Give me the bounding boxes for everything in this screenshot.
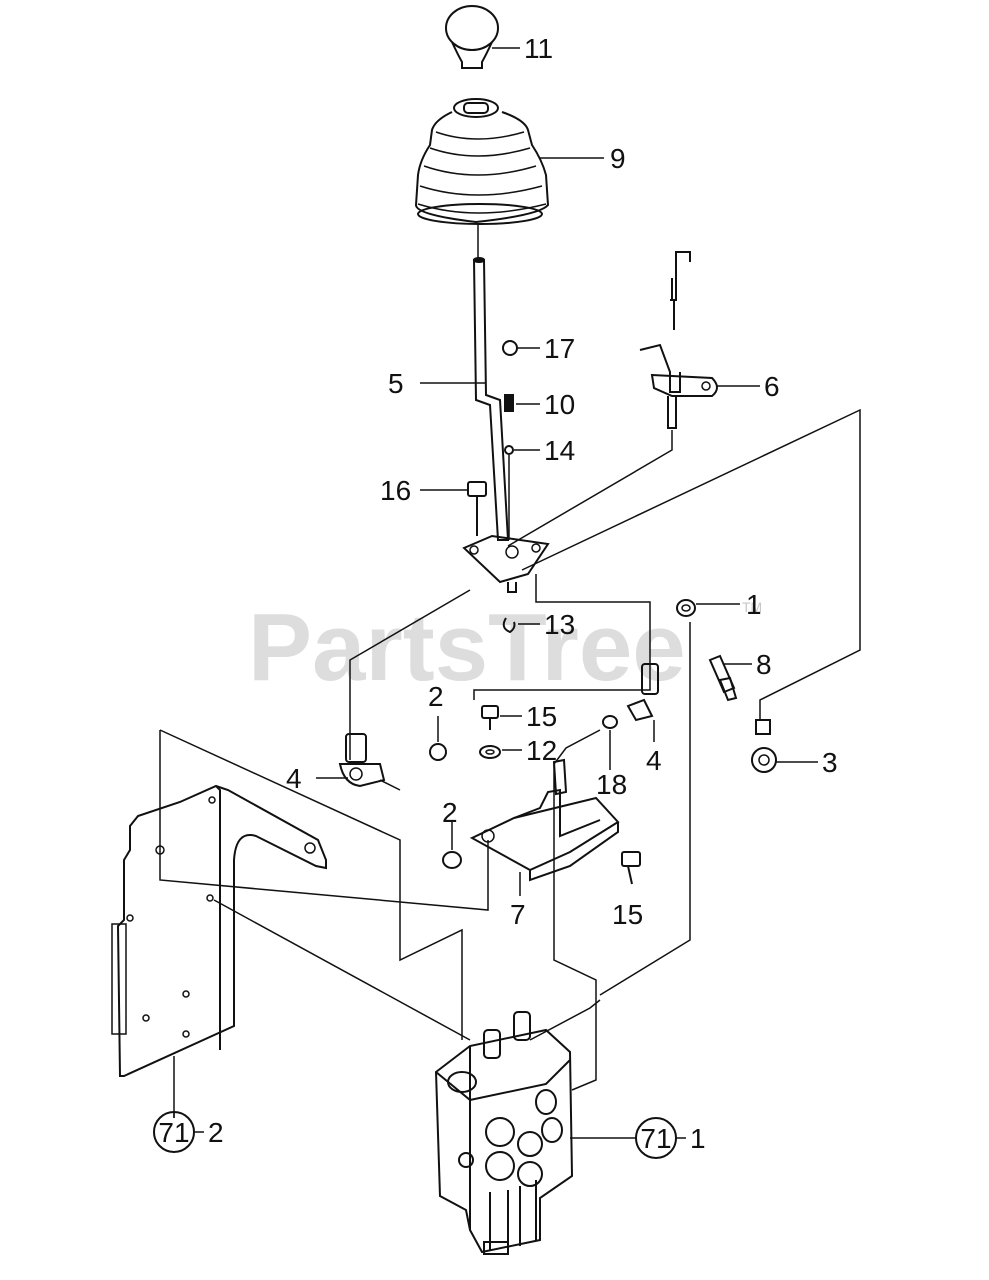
callout-71-2-number: 71 <box>158 1117 189 1148</box>
callout-15-lower: 15 <box>612 899 643 930</box>
callout-1: 1 <box>746 589 762 620</box>
callout-3: 3 <box>822 747 838 778</box>
part-18-washer <box>602 715 618 729</box>
part-12-washer <box>479 745 501 759</box>
watermark: PartsTree <box>248 594 686 701</box>
part-16-bolt <box>467 481 487 536</box>
callout-9: 9 <box>610 143 626 174</box>
callout-15-upper: 15 <box>526 701 557 732</box>
callout-13: 13 <box>544 609 575 640</box>
part-5-lever-rod <box>472 257 510 541</box>
callout-16: 16 <box>380 475 411 506</box>
part-71-1-control-valve <box>434 1011 574 1255</box>
callout-4-left: 4 <box>286 763 302 794</box>
part-13-clip <box>502 617 516 634</box>
part-15-bolt-top <box>481 705 499 730</box>
callout-2-lower: 2 <box>442 797 458 828</box>
part-6-linkage <box>639 251 718 429</box>
callout-11: 11 <box>524 33 553 64</box>
assembly-lines <box>159 408 861 1091</box>
callout-71-1-suffix: 1 <box>690 1123 706 1154</box>
callout-2-upper: 2 <box>428 681 444 712</box>
part-11-knob <box>445 5 499 69</box>
part-2-nut-lower <box>442 851 462 869</box>
callout-7: 7 <box>510 899 526 930</box>
callout-71-1-number: 71 <box>640 1123 671 1154</box>
part-17-nut <box>502 340 518 356</box>
callout-10: 10 <box>544 389 575 420</box>
callout-12: 12 <box>526 735 557 766</box>
callout-8: 8 <box>756 649 772 680</box>
callout-14: 14 <box>544 435 575 466</box>
part-2-nut-upper <box>429 743 447 761</box>
part-15-bolt-lower <box>621 851 641 885</box>
callout-6: 6 <box>764 371 780 402</box>
part-4-elbow-left <box>338 733 386 788</box>
part-7-valve-bracket <box>469 758 620 882</box>
callout-71-2-suffix: 2 <box>208 1117 224 1148</box>
callout-18: 18 <box>596 769 627 800</box>
pivot-bracket <box>462 534 550 593</box>
part-9-boot <box>414 98 550 225</box>
part-3-ball-joint <box>751 719 777 773</box>
callout-4-right: 4 <box>646 745 662 776</box>
callout-71-2: 71 2 <box>153 1111 224 1153</box>
part-1-washer <box>676 599 696 617</box>
part-10-spring <box>504 394 514 412</box>
part-8-rod-end <box>708 654 738 702</box>
callout-71-1: 71 1 <box>635 1117 706 1159</box>
callout-5: 5 <box>388 368 404 399</box>
part-71-2-mounting-plate <box>111 784 327 1077</box>
watermark-tm: TM <box>742 599 762 615</box>
part-14-ball <box>504 445 514 455</box>
part-4-elbow-right <box>626 663 659 722</box>
callout-17: 17 <box>544 333 575 364</box>
